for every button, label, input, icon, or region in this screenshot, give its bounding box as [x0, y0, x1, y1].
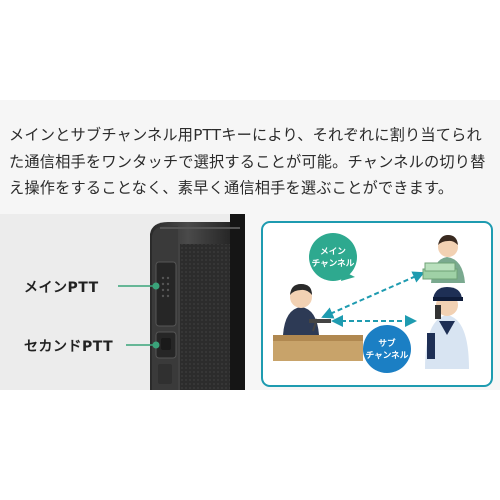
- channel-diagram: メイン チャンネル サブ チャンネル: [261, 221, 493, 387]
- main-ptt-label: メインPTT: [24, 280, 99, 296]
- main-channel-line2: チャンネル: [312, 258, 355, 269]
- main-channel-line1: メイン: [320, 246, 346, 257]
- main-channel-arrow: [321, 271, 425, 319]
- feature-description: メインとサブチャンネル用PTTキーにより、それぞれに割り当てられ た通信相手をワ…: [9, 122, 495, 202]
- second-ptt-label: セカンドPTT: [24, 339, 114, 355]
- radio-device-image: [118, 214, 245, 390]
- sub-channel-line1: サブ: [378, 337, 396, 349]
- sub-channel-line2: チャンネル: [366, 350, 409, 361]
- description-line-3: え操作をすることなく、素早く通信相手を選ぶことができます。: [9, 179, 454, 197]
- device-photo-panel: メインPTT セカンドPTT: [0, 214, 245, 390]
- channel-illustration: メイン チャンネル サブ チャンネル: [273, 233, 469, 373]
- sub-channel-bubble: [363, 325, 411, 373]
- description-line-1: メインとサブチャンネル用PTTキーにより、それぞれに割り当てられ: [9, 126, 482, 144]
- main-channel-bubble: [309, 233, 357, 281]
- guard-illustration: [425, 287, 469, 369]
- clerk-illustration: [422, 235, 465, 283]
- description-line-2: た通信相手をワンタッチで選択することが可能。チャンネルの切り替: [9, 152, 486, 171]
- operator-illustration: [273, 284, 363, 361]
